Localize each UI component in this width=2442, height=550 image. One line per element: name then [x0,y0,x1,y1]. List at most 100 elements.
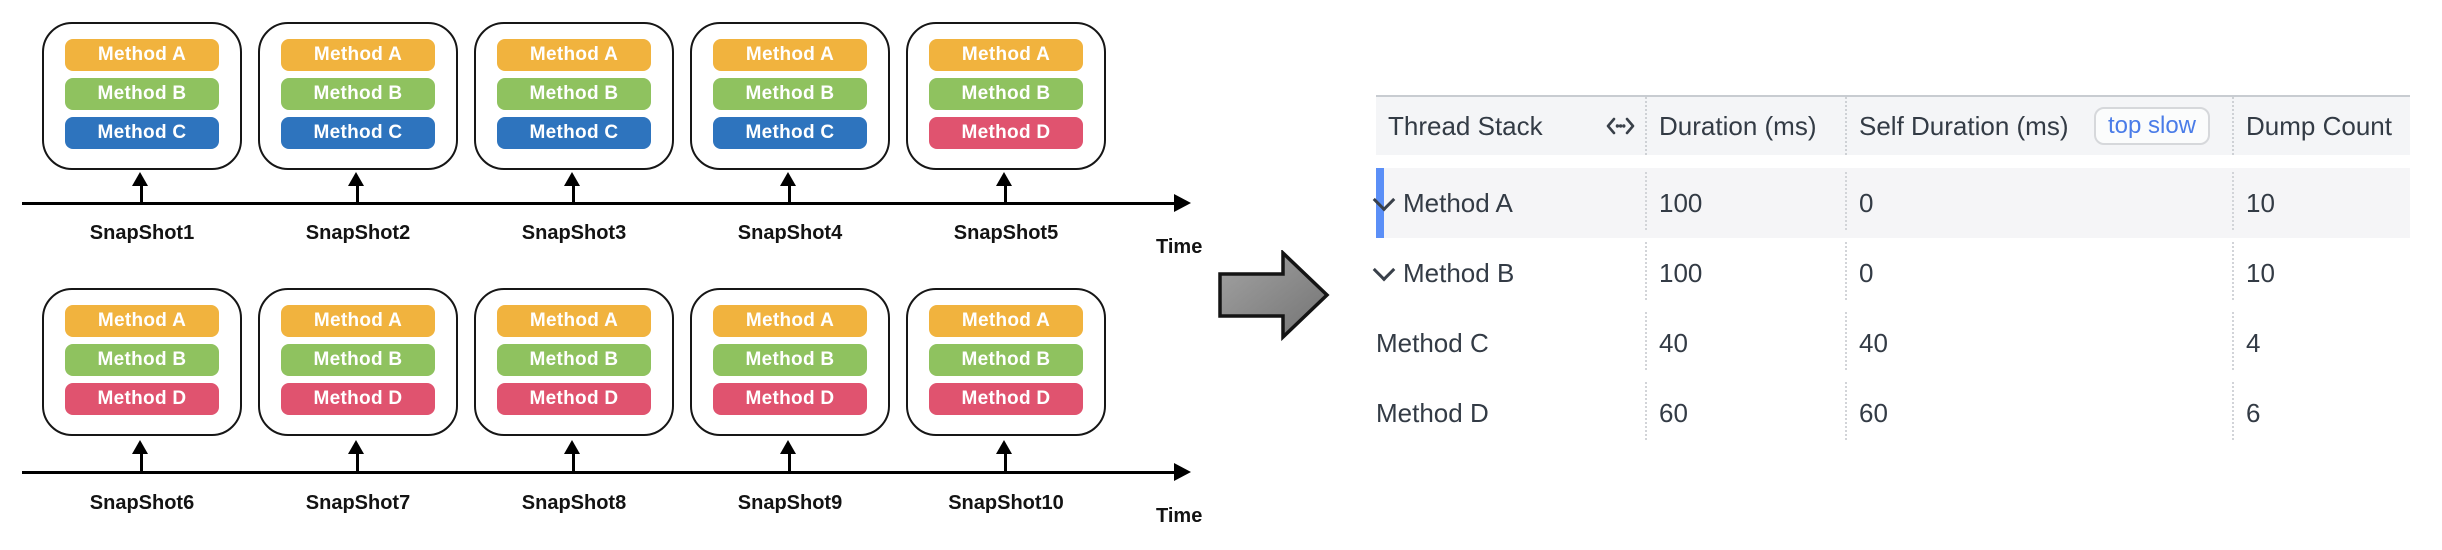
method-box: Method B [497,78,651,110]
table-header-row: Thread Stack Duration (ms) Self Duration… [1376,95,2410,155]
method-box: Method A [497,39,651,71]
method-box: Method B [929,78,1083,110]
top-slow-button[interactable]: top slow [2093,107,2210,145]
transform-arrow-icon [1218,250,1330,342]
snapshot-card: Method A Method B Method C [42,22,242,170]
method-box: Method B [281,344,435,376]
chevron-down-icon[interactable] [1372,188,1396,211]
self-duration-cell: 40 [1845,308,2232,378]
self-duration-cell: 0 [1845,168,2232,238]
time-axis-arrowhead-icon [1174,463,1191,481]
snapshot-marker-arrowhead-icon [996,440,1012,454]
method-box: Method D [929,383,1083,415]
snapshot-marker-arrowhead-icon [564,440,580,454]
snapshot-card: Method A Method B Method D [906,22,1106,170]
snapshot-marker-arrowhead-icon [132,172,148,186]
snapshot-card: Method A Method B Method D [906,288,1106,436]
table-row[interactable]: Method A 100 0 10 [1372,168,2410,238]
snapshot-marker-line [356,453,359,471]
column-header-thread-stack: Thread Stack [1376,97,1645,155]
method-box: Method B [497,344,651,376]
snapshot-label: SnapShot2 [305,222,411,244]
time-axis-label: Time [1156,236,1203,258]
table-row[interactable]: Method D 60 60 6 [1376,378,2410,448]
snapshot-marker-arrowhead-icon [132,440,148,454]
chevron-down-icon[interactable] [1372,258,1396,281]
method-box: Method B [65,344,219,376]
table-row[interactable]: Method B 100 0 10 [1372,238,2410,308]
method-name: Method B [1403,257,1515,288]
method-box: Method A [65,305,219,337]
snapshot-marker-line [140,453,143,471]
method-box: Method B [929,344,1083,376]
method-box: Method D [65,383,219,415]
method-box: Method D [713,383,867,415]
snapshot-label: SnapShot3 [521,222,627,244]
method-box: Method C [281,117,435,149]
snapshot-marker-line [572,185,575,202]
snapshot-label: SnapShot5 [953,222,1059,244]
thread-stack-cell: Method B [1372,238,1645,308]
column-header-dump-count: Dump Count [2232,97,2410,155]
snapshot-card: Method A Method B Method D [690,288,890,436]
thread-stack-table: Thread Stack Duration (ms) Self Duration… [1372,95,2410,448]
thread-stack-cell: Method C [1376,308,1645,378]
snapshot-label: SnapShot1 [89,222,195,244]
method-box: Method A [281,305,435,337]
snapshot-card: Method A Method B Method C [474,22,674,170]
dump-count-cell: 10 [2232,238,2410,308]
snapshot-card: Method A Method B Method D [258,288,458,436]
self-duration-cell: 0 [1845,238,2232,308]
snapshot-marker-arrowhead-icon [996,172,1012,186]
snapshot-card: Method A Method B Method D [42,288,242,436]
method-name: Method D [1376,397,1489,428]
duration-cell: 40 [1645,308,1845,378]
method-box: Method A [713,39,867,71]
thread-stack-cell: Method A [1372,168,1645,238]
method-box: Method A [929,305,1083,337]
snapshot-marker-arrowhead-icon [348,440,364,454]
time-axis [22,202,1174,205]
snapshot-marker-line [1004,453,1007,471]
snapshot-label: SnapShot6 [89,492,195,514]
duration-cell: 100 [1645,238,1845,308]
method-box: Method C [713,117,867,149]
snapshot-marker-line [140,185,143,202]
duration-cell: 60 [1645,378,1845,448]
dump-count-cell: 10 [2232,168,2410,238]
snapshot-label: SnapShot7 [305,492,411,514]
method-box: Method D [497,383,651,415]
dump-count-cell: 4 [2232,308,2410,378]
column-header-label: Duration (ms) [1659,110,1817,141]
snapshot-marker-arrowhead-icon [780,172,796,186]
snapshot-marker-arrowhead-icon [348,172,364,186]
thread-stack-cell: Method D [1376,378,1645,448]
method-box: Method B [713,344,867,376]
method-box: Method A [713,305,867,337]
table-body: Method A 100 0 10 Method B 100 0 10 Meth… [1372,168,2410,448]
time-axis-label: Time [1156,505,1203,527]
method-box: Method A [497,305,651,337]
snapshot-marker-arrowhead-icon [564,172,580,186]
snapshot-card: Method A Method B Method D [474,288,674,436]
column-width-icon[interactable] [1604,115,1637,137]
snapshot-label: SnapShot9 [737,492,843,514]
snapshot-marker-arrowhead-icon [780,440,796,454]
dump-count-cell: 6 [2232,378,2410,448]
self-duration-cell: 60 [1845,378,2232,448]
column-header-label: Thread Stack [1388,110,1543,141]
method-box: Method B [713,78,867,110]
snapshot-card: Method A Method B Method C [258,22,458,170]
method-box: Method B [65,78,219,110]
snapshot-marker-line [788,185,791,202]
snapshot-marker-line [1004,185,1007,202]
snapshot-marker-line [572,453,575,471]
method-box: Method C [65,117,219,149]
table-row[interactable]: Method C 40 40 4 [1376,308,2410,378]
method-box: Method A [929,39,1083,71]
method-box: Method D [929,117,1083,149]
time-axis [22,471,1174,474]
time-axis-arrowhead-icon [1174,194,1191,212]
column-header-self-duration: Self Duration (ms) top slow [1845,97,2232,155]
